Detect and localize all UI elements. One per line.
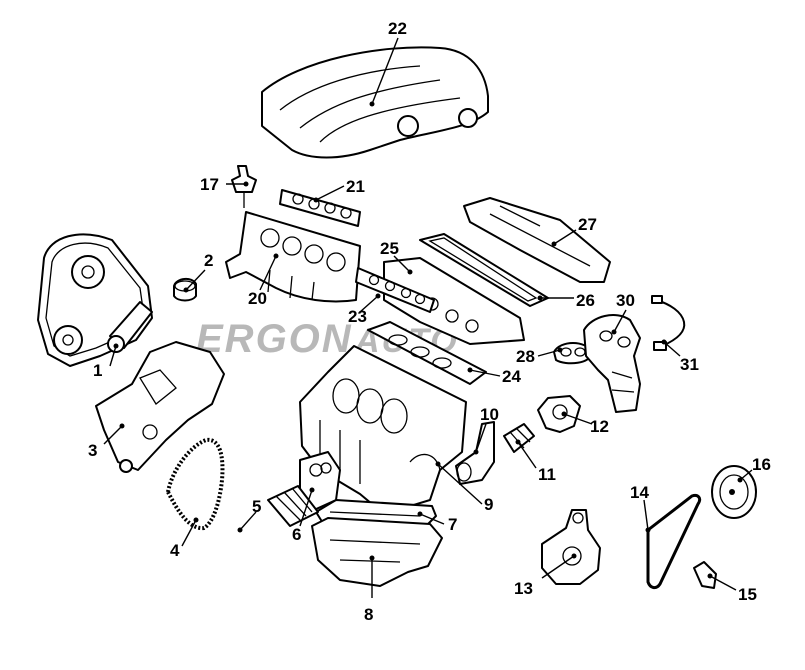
callout-31: 31 <box>680 355 699 374</box>
callout-10: 10 <box>480 405 499 424</box>
part-24-head-gasket <box>367 321 487 385</box>
callout-30: 30 <box>616 291 635 310</box>
callout-labels: 1 2 3 4 5 6 7 8 9 10 11 12 13 14 15 16 1… <box>88 19 771 624</box>
part-31-o2-sensor <box>651 295 686 351</box>
callout-22: 22 <box>388 19 407 38</box>
callout-12: 12 <box>590 417 609 436</box>
part-1-timing-belt <box>37 233 153 367</box>
callout-3: 3 <box>88 441 97 460</box>
leader-lines <box>103 37 753 598</box>
part-20-intake-manifold <box>225 211 361 303</box>
callout-11: 11 <box>538 465 556 484</box>
callout-27: 27 <box>578 215 597 234</box>
callout-26: 26 <box>576 291 595 310</box>
callout-7: 7 <box>448 515 457 534</box>
callout-25: 25 <box>380 239 399 258</box>
callout-5: 5 <box>252 497 261 516</box>
callout-4: 4 <box>170 541 180 560</box>
part-16-pulley <box>711 465 757 519</box>
callout-16: 16 <box>752 455 771 474</box>
callout-9: 9 <box>484 495 493 514</box>
callout-13: 13 <box>514 579 533 598</box>
callout-6: 6 <box>292 525 301 544</box>
part-3-timing-cover <box>95 341 225 473</box>
part-11-thermostat <box>503 423 535 453</box>
part-5-oil-filter <box>267 485 319 527</box>
callout-14: 14 <box>630 483 649 502</box>
part-17-sensor <box>231 165 257 208</box>
callout-23: 23 <box>348 307 367 326</box>
part-13-water-pump <box>541 509 601 585</box>
part-15-bolt <box>693 561 717 589</box>
part-14-drive-belt <box>646 494 702 590</box>
part-4-timing-chain <box>165 437 225 531</box>
part-8-oil-pan <box>311 517 443 587</box>
callout-28: 28 <box>516 347 535 366</box>
part-30-exhaust-manifold <box>583 314 641 413</box>
callout-15: 15 <box>738 585 757 604</box>
callout-17: 17 <box>200 175 219 194</box>
callout-8: 8 <box>364 605 373 624</box>
callout-2: 2 <box>204 251 213 270</box>
part-27-valve-cover <box>463 197 611 283</box>
watermark-logo: ERGON <box>196 317 353 361</box>
callout-24: 24 <box>502 367 521 386</box>
callout-21: 21 <box>346 177 365 196</box>
part-25-cylinder-head <box>383 257 525 345</box>
part-23-gasket <box>355 267 435 313</box>
part-21-gasket <box>279 189 361 227</box>
part-22-intake-plenum <box>261 46 489 159</box>
callout-1: 1 <box>93 361 102 380</box>
part-12-coolant-flange <box>537 395 581 433</box>
callout-20: 20 <box>248 289 267 308</box>
